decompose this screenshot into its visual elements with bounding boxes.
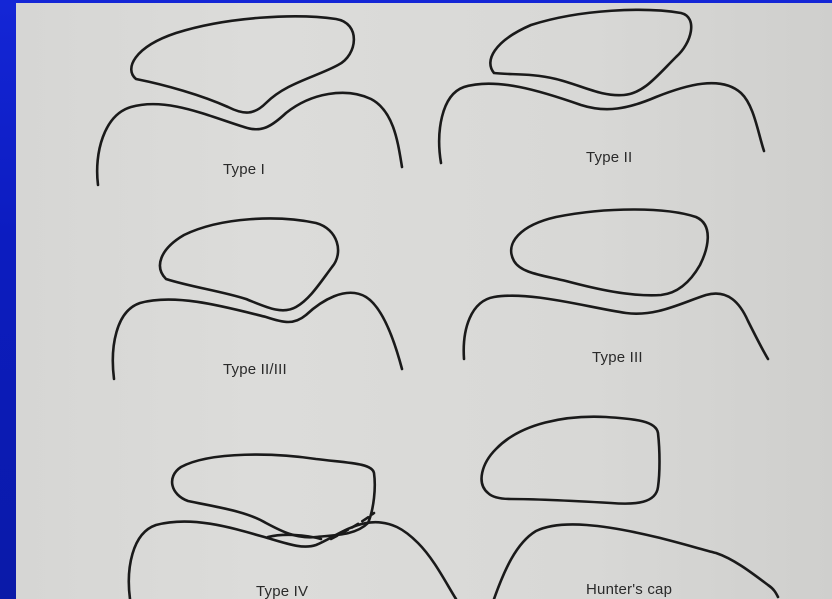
type-4-dashed-contour: [331, 513, 374, 539]
diagram-drawing: [16, 3, 832, 599]
type-1-patella: [131, 16, 354, 112]
type-2-3-figure: [113, 219, 402, 379]
type-2-figure: [439, 10, 764, 163]
type-2-patella: [490, 10, 691, 95]
label-type-1: Type I: [223, 161, 265, 178]
type-4-figure: [129, 455, 456, 599]
type-3-figure: [464, 210, 768, 360]
label-type-3: Type III: [592, 349, 643, 366]
type-2-3-patella: [160, 219, 338, 311]
label-hunters-cap: Hunter's cap: [586, 581, 672, 598]
diagram-photo: Type I Type II Type II/III Type III Type…: [16, 3, 832, 599]
hunters-cap-patella: [482, 417, 660, 504]
label-type-2: Type II: [586, 149, 632, 166]
type-4-dip: [268, 535, 321, 539]
type-1-figure: [97, 16, 402, 185]
label-type-2-3: Type II/III: [223, 361, 287, 378]
type-4-patella: [172, 455, 375, 538]
hunters-cap-figure: [482, 417, 778, 599]
type-3-patella: [511, 210, 708, 296]
label-type-4: Type IV: [256, 583, 308, 599]
